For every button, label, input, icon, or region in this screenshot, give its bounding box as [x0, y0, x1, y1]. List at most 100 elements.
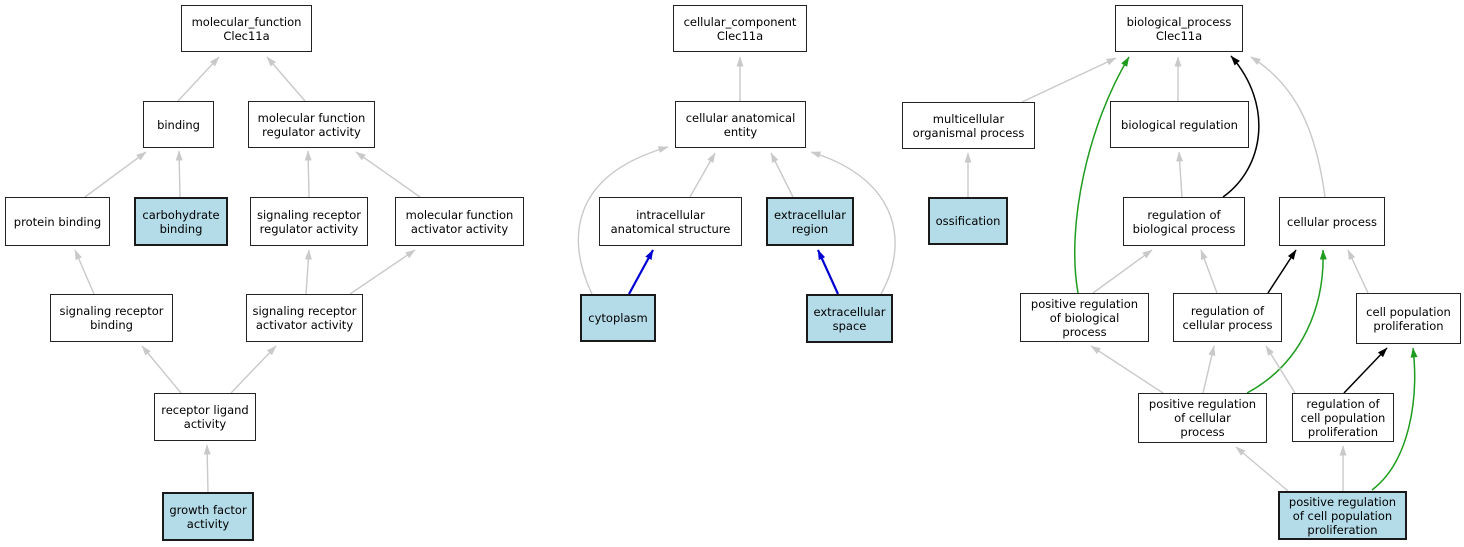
- edge-positive_regulation_of_cellular_process-to-regulation_of_cellular_process: [1202, 345, 1216, 394]
- node-label-line: proliferation: [1307, 522, 1378, 537]
- node-label-line: signaling receptor: [59, 304, 164, 318]
- node-binding[interactable]: binding: [143, 101, 214, 148]
- edge-regulation_of_cell_population_proliferation-to-regulation_of_cellular_process: [1265, 345, 1296, 394]
- node-label-line: multicellular: [932, 111, 1005, 126]
- edge-receptor_ligand_activity-to-sig_receptor_activator_activity: [230, 345, 277, 394]
- edge-sig_receptor_regulator_activity-to-mf_regulator_activity: [304, 150, 312, 198]
- node-label-line: ossification: [935, 214, 1001, 228]
- edge-cellular_process-to-bp_root: [1250, 56, 1326, 198]
- node-label-line: organismal process: [912, 125, 1025, 140]
- node-ossification[interactable]: ossification: [928, 197, 1008, 245]
- node-label-line: cell population: [1300, 410, 1386, 425]
- node-label-line: of cellular: [1174, 411, 1231, 425]
- node-label-line: growth factor: [169, 502, 247, 517]
- edge-regulation_of_biological_process-to-biological_regulation: [1176, 151, 1184, 198]
- node-label-line: molecular function: [257, 110, 366, 125]
- node-label-line: proliferation: [1307, 424, 1379, 439]
- edge-carbohydrate_binding-to-binding: [175, 150, 183, 198]
- node-label-line: activity: [186, 516, 230, 531]
- node-label-line: region: [791, 221, 829, 236]
- edge-positive_regulation_of_biological_process-to-bp_root: [1073, 56, 1130, 294]
- node-label-line: cellular anatomical: [685, 110, 796, 125]
- node-label-line: cytoplasm: [588, 311, 648, 325]
- node-cytoplasm[interactable]: cytoplasm: [580, 294, 656, 342]
- edge-regulation_of_cellular_process-to-cellular_process: [1267, 249, 1297, 294]
- edge-binding-to-mf_root: [177, 56, 220, 102]
- node-label-line: Clec11a: [223, 28, 270, 43]
- edge-cytoplasm-to-intracellular_anatomical_structure: [628, 249, 654, 295]
- edge-cell_population_proliferation-to-cellular_process: [1347, 249, 1369, 294]
- edge-sig_receptor_binding-to-protein_binding: [74, 249, 95, 295]
- node-label-line: receptor ligand: [161, 403, 249, 417]
- node-label-line: biological_process: [1126, 14, 1232, 29]
- edge-positive_regulation_of_cell_population_proliferation-to-positive_regulation_of_cellular_process: [1235, 446, 1289, 492]
- node-label-line: process: [1180, 425, 1225, 439]
- node-label-line: proliferation: [1373, 318, 1444, 333]
- edge-extracellular_space-to-extracellular_region: [816, 249, 840, 295]
- edge-sig_receptor_activator_activity-to-mf_activator_activity: [349, 249, 416, 295]
- edge-mf_activator_activity-to-mf_regulator_activity: [355, 151, 421, 198]
- edge-sig_receptor_activator_activity-to-sig_receptor_regulator_activity: [304, 249, 312, 295]
- edge-regulation_of_cellular_process-to-regulation_of_biological_process: [1200, 249, 1218, 294]
- node-label-line: cellular_component: [683, 14, 797, 29]
- node-label-line: binding: [90, 318, 133, 332]
- node-label-line: carbohydrate: [142, 207, 220, 222]
- edge-receptor_ligand_activity-to-sig_receptor_binding: [141, 345, 182, 394]
- edge-regulation_of_cell_population_proliferation-to-cell_population_proliferation: [1343, 347, 1388, 394]
- node-label-line: intracellular: [636, 207, 705, 222]
- edge-extracellular_region-to-cellular_anatomical_entity: [770, 152, 794, 198]
- node-label-line: activator activity: [410, 221, 509, 236]
- node-label-line: entity: [723, 124, 758, 139]
- node-label-line: signaling receptor: [257, 207, 361, 222]
- node-label-line: regulation of: [1147, 207, 1221, 222]
- edge-protein_binding-to-binding: [84, 151, 147, 198]
- edge-cytoplasm-to-cellular_anatomical_entity: [577, 146, 669, 295]
- node-label-line: activity: [183, 417, 227, 431]
- node-label-line: space: [832, 318, 867, 333]
- node-label-line: process: [1062, 324, 1107, 339]
- node-protein_binding[interactable]: protein binding: [5, 197, 110, 246]
- edge-intracellular_anatomical_structure-to-cellular_anatomical_entity: [689, 152, 716, 198]
- node-label-line: regulation of: [1190, 303, 1265, 318]
- node-label-line: protein binding: [13, 214, 102, 229]
- node-label-line: molecular function: [405, 207, 514, 222]
- edge-mf_regulator_activity-to-mf_root: [266, 56, 306, 102]
- node-label-line: anatomical structure: [610, 221, 731, 236]
- node-label-line: biological process: [1132, 221, 1236, 236]
- node-label-line: extracellular: [773, 207, 846, 222]
- edge-regulation_of_biological_process-to-bp_root: [1222, 55, 1260, 198]
- edge-positive_regulation_of_biological_process-to-regulation_of_biological_process: [1092, 249, 1153, 294]
- node-cellular_process[interactable]: cellular process: [1279, 197, 1385, 246]
- node-label-line: signaling receptor: [252, 304, 357, 318]
- node-biological_regulation[interactable]: biological regulation: [1110, 101, 1249, 148]
- node-label-line: binding: [157, 117, 200, 132]
- node-label-line: regulator activity: [259, 221, 359, 236]
- node-label-line: extracellular: [813, 304, 886, 319]
- edge-positive_regulation_of_cell_population_proliferation-to-cell_population_proliferation: [1371, 347, 1418, 491]
